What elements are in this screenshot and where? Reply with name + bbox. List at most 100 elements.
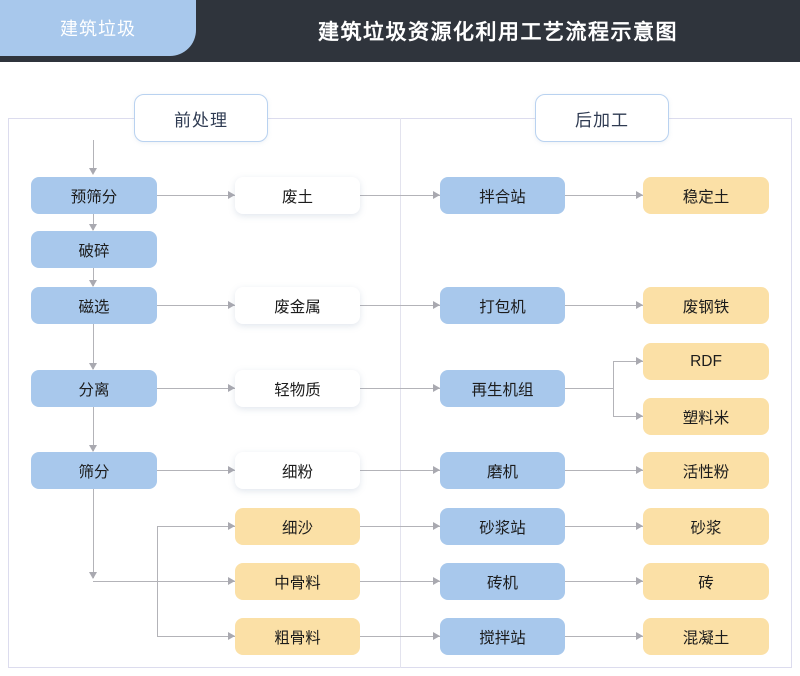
node-cixuan[interactable]: 磁选 <box>31 287 157 324</box>
connector-banhezhan-wendingtu <box>565 195 643 196</box>
arrowhead-dabaoji <box>433 301 440 309</box>
node-shaifen[interactable]: 筛分 <box>31 452 157 489</box>
connector-split-to-suliaomi <box>613 416 643 417</box>
node-fenli[interactable]: 分离 <box>31 370 157 407</box>
arrowhead-shaifen-aggregate <box>89 572 97 579</box>
page-title: 建筑垃圾资源化利用工艺流程示意图 <box>318 21 678 44</box>
arrowhead-banhezhan <box>433 191 440 199</box>
arrowhead-zhongguliao <box>228 577 235 585</box>
connector-feijinshu-dabaoji <box>360 305 440 306</box>
node-label: 活性粉 <box>682 463 730 481</box>
section-label-post-text: 后加工 <box>575 110 629 130</box>
arrowhead-shajiangzhan <box>433 522 440 530</box>
node-label: 稳定土 <box>682 188 730 206</box>
connector-zaishengjizu-split <box>565 388 613 389</box>
node-huoxingfen[interactable]: 活性粉 <box>643 452 769 489</box>
arrowhead-shaifen <box>89 445 97 452</box>
node-zhongguliao[interactable]: 中骨料 <box>235 563 360 600</box>
node-label: 砖 <box>698 574 714 592</box>
node-banhezhan[interactable]: 拌合站 <box>440 177 565 214</box>
node-label: RDF <box>690 352 722 370</box>
node-label: 砖机 <box>486 574 518 592</box>
arrowhead-xifen <box>228 466 235 474</box>
node-zaishengjizu[interactable]: 再生机组 <box>440 370 565 407</box>
arrowhead-wendingtu <box>636 191 643 199</box>
node-qingwuzhi[interactable]: 轻物质 <box>235 370 360 407</box>
node-xifen[interactable]: 细粉 <box>235 452 360 489</box>
arrowhead-shajiang <box>636 522 643 530</box>
connector-feitu-banhezhan <box>360 195 440 196</box>
section-label-pre: 前处理 <box>134 94 268 142</box>
connector-shajiangzhan-shajiang <box>565 526 643 527</box>
connector-yushaifen-feitu <box>157 195 235 196</box>
node-shajiangzhan[interactable]: 砂浆站 <box>440 508 565 545</box>
connector-xisha-shajiangzhan <box>360 526 440 527</box>
connector-fenli-shaifen <box>93 407 94 451</box>
connector-jiaobanzhan-hunningtu <box>565 636 643 637</box>
node-label: 砂浆站 <box>479 519 526 537</box>
header-tab-label: 建筑垃圾 <box>60 19 136 39</box>
connector-split-vertical <box>613 361 614 416</box>
node-label: 细粉 <box>281 463 313 481</box>
arrowhead-feigangtie <box>636 301 643 309</box>
connector-bus-to-xisha <box>157 526 235 527</box>
node-label: 磨机 <box>486 463 518 481</box>
arrowhead-zaishengjizu <box>433 384 440 392</box>
arrowhead-rdf <box>636 357 643 365</box>
node-feitu[interactable]: 废土 <box>235 177 360 214</box>
connector-cuguliao-jiaobanzhan <box>360 636 440 637</box>
node-label: 混凝土 <box>682 629 730 647</box>
connector-zhuanji-zhuan <box>565 581 643 582</box>
arrowhead-fenli <box>89 363 97 370</box>
node-label: 砂浆 <box>690 519 722 537</box>
node-hunningtu[interactable]: 混凝土 <box>643 618 769 655</box>
node-cuguliao[interactable]: 粗骨料 <box>235 618 360 655</box>
node-moji[interactable]: 磨机 <box>440 452 565 489</box>
arrowhead-jiaobanzhan <box>433 632 440 640</box>
arrowhead-cixuan <box>89 280 97 287</box>
connector-fenli-qingwuzhi <box>157 388 235 389</box>
node-jiaobanzhan[interactable]: 搅拌站 <box>440 618 565 655</box>
node-dabaoji[interactable]: 打包机 <box>440 287 565 324</box>
node-label: 再生机组 <box>471 381 534 399</box>
node-label: 预筛分 <box>70 188 118 206</box>
node-label: 塑料米 <box>682 409 730 427</box>
node-rdf[interactable]: RDF <box>643 343 769 380</box>
node-label: 细沙 <box>281 519 313 537</box>
arrowhead-posui <box>89 224 97 231</box>
node-wendingtu[interactable]: 稳定土 <box>643 177 769 214</box>
arrowhead-feijinshu <box>228 301 235 309</box>
node-zhuanji[interactable]: 砖机 <box>440 563 565 600</box>
node-shajiang[interactable]: 砂浆 <box>643 508 769 545</box>
connector-yushaifen-posui <box>93 214 94 230</box>
node-label: 筛分 <box>78 463 110 481</box>
connector-split-to-rdf <box>613 361 643 362</box>
node-xisha[interactable]: 细沙 <box>235 508 360 545</box>
connector-dabaoji-feigangtie <box>565 305 643 306</box>
section-label-post: 后加工 <box>535 94 669 142</box>
header-title: 建筑垃圾资源化利用工艺流程示意图 <box>196 0 800 62</box>
arrowhead-suliaomi <box>636 412 643 420</box>
node-feigangtie[interactable]: 废钢铁 <box>643 287 769 324</box>
node-label: 磁选 <box>78 298 110 316</box>
header-tab: 建筑垃圾 <box>0 0 196 56</box>
arrowhead-xisha <box>228 522 235 530</box>
connector-qingwuzhi-zaishengjizu <box>360 388 440 389</box>
node-label: 废金属 <box>274 298 321 316</box>
node-suliaomi[interactable]: 塑料米 <box>643 398 769 435</box>
node-posui[interactable]: 破碎 <box>31 231 157 268</box>
connector-shaifen-aggregate <box>93 489 94 578</box>
node-label: 废钢铁 <box>682 298 730 316</box>
connector-xifen-moji <box>360 470 440 471</box>
connector-cixuan-fenli <box>93 324 94 369</box>
arrowhead-zhuanji <box>433 577 440 585</box>
connector-moji-huoxingfen <box>565 470 643 471</box>
node-label: 废土 <box>281 188 313 206</box>
arrowhead-top-feed <box>89 168 97 175</box>
arrowhead-moji <box>433 466 440 474</box>
connector-bus-vertical <box>157 526 158 637</box>
node-zhuan[interactable]: 砖 <box>643 563 769 600</box>
node-yushaifen[interactable]: 预筛分 <box>31 177 157 214</box>
node-feijinshu[interactable]: 废金属 <box>235 287 360 324</box>
node-label: 拌合站 <box>479 188 526 206</box>
